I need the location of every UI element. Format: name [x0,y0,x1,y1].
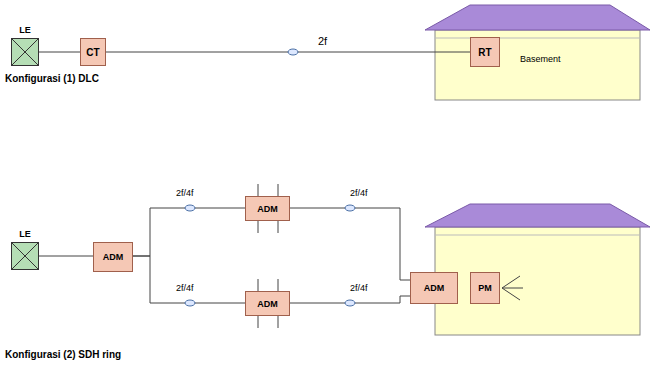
configuration-caption: Konfigurasi (2) SDH ring [5,349,121,360]
box-label: RT [478,47,491,58]
tributary-ticks [258,184,278,328]
house-outline [420,203,652,337]
tick-line [258,221,259,233]
fan-out-line [502,288,520,300]
box-label: ADM [424,283,445,293]
equipment-box: ADM [93,242,133,272]
equipment-box: ADM [245,291,290,316]
fan-out-line [502,288,523,289]
fiber-link [39,256,93,257]
box-label: ADM [103,252,124,262]
tick-line [258,279,259,291]
exchange-icon [11,38,39,66]
link-label-box: 2f/4f [350,188,368,198]
link-label-box: 2f/4f [176,283,194,293]
fiber-oval [345,205,355,211]
link-label-box: 2f/4f [176,188,194,198]
building: ADM PM [420,203,652,337]
floor-line [435,235,640,236]
equipment-box: PM [470,272,500,304]
fiber-oval [185,300,195,306]
building: Basement RT [420,4,652,102]
house-wall [435,30,640,100]
tick-line [278,279,279,291]
tick-line [258,184,259,196]
icon-cross [12,243,38,269]
fiber-oval [345,300,355,306]
fiber-link [290,208,410,280]
box-label: PM [478,283,492,293]
link-label-box: 2f/4f [350,283,368,293]
exchange-label: LE [11,24,39,36]
box-label: ADM [257,204,278,214]
fiber-link [39,52,80,53]
equipment-box: CT [80,38,106,66]
house-roof [425,5,650,30]
fiber-link [133,256,245,303]
icon-square [12,39,39,66]
icon-cross [12,243,38,269]
configuration-caption: Konfigurasi (1) DLC [5,73,99,84]
house-outline [420,4,652,102]
fiber-marks [185,49,355,306]
fiber-link [133,208,245,256]
house-wall [435,227,640,335]
tick-line [278,184,279,196]
equipment-box: ADM [410,272,458,304]
tick-line [258,316,259,328]
equipment-box: RT [470,37,500,67]
icon-cross [12,39,38,65]
exchange-icon [11,242,39,270]
tick-line [278,316,279,328]
link-label-box: 2f [318,35,327,47]
fan-out-line [502,276,520,288]
room-label: Basement [520,54,561,64]
fiber-oval [288,49,298,55]
fiber-count-label: 2f/4f [176,188,194,198]
caption-box: Konfigurasi (1) DLC [5,73,99,84]
local-exchange-symbol: LE [11,228,39,270]
icon-square [12,243,39,270]
fiber-count-label: 2f [318,35,327,47]
box-label: ADM [257,299,278,309]
fiber-count-label: 2f/4f [350,188,368,198]
fiber-oval [185,205,195,211]
fiber-count-label: 2f/4f [350,283,368,293]
tick-line [278,221,279,233]
icon-cross [12,39,38,65]
fiber-count-label: 2f/4f [176,283,194,293]
house-roof [425,204,650,227]
equipment-box: ADM [245,196,290,221]
floor-line [435,38,640,39]
caption-box: Konfigurasi (2) SDH ring [5,349,121,360]
box-label: CT [86,47,99,58]
local-exchange-symbol: LE [11,24,39,66]
exchange-label: LE [11,228,39,240]
